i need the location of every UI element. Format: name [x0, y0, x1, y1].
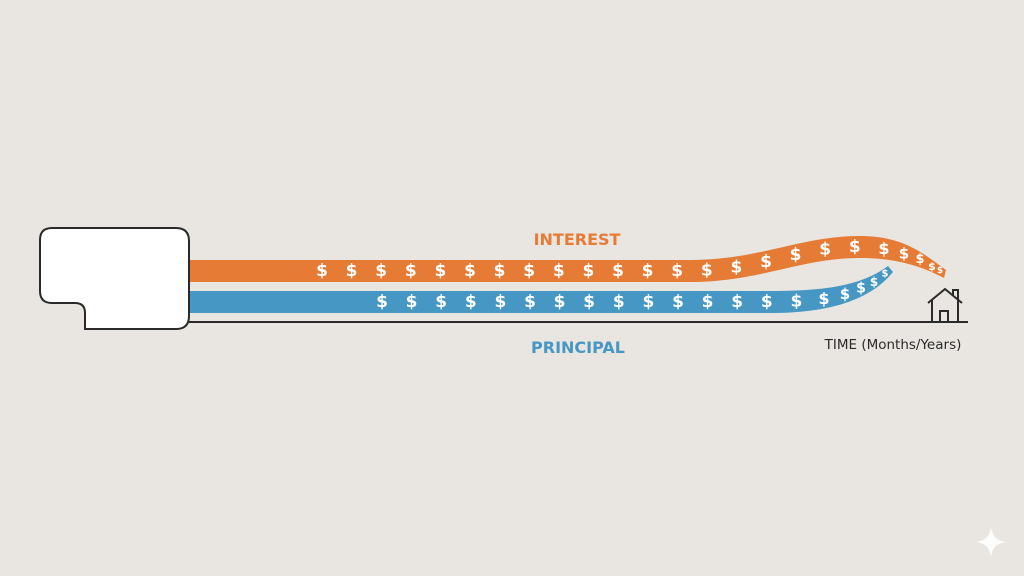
- principal-dollar-sign: $: [672, 292, 684, 312]
- principal-dollar-sign: $: [465, 292, 477, 312]
- interest-dollar-sign: $: [849, 237, 861, 257]
- principal-dollar-sign: $: [613, 292, 625, 312]
- principal-dollar-sign: $: [494, 292, 506, 312]
- principal-label: PRINCIPAL: [531, 338, 625, 357]
- principal-dollar-sign: $: [882, 269, 889, 280]
- interest-dollar-sign: $: [730, 257, 742, 277]
- principal-dollar-sign: $: [702, 292, 714, 312]
- interest-dollar-sign: $: [819, 240, 831, 260]
- interest-dollar-sign: $: [642, 261, 654, 281]
- interest-dollar-sign: $: [582, 261, 594, 281]
- principal-dollar-sign: $: [856, 280, 866, 296]
- principal-dollar-sign: $: [376, 292, 388, 312]
- interest-dollar-sign: $: [928, 260, 936, 273]
- interest-dollar-sign: $: [316, 261, 328, 281]
- interest-dollar-sign: $: [612, 261, 624, 281]
- start-box: [39, 227, 190, 330]
- interest-dollar-sign: $: [671, 261, 683, 281]
- principal-dollar-sign: $: [524, 292, 536, 312]
- interest-dollar-sign: $: [937, 266, 943, 276]
- interest-dollar-sign: $: [346, 261, 358, 281]
- interest-dollar-sign: $: [878, 239, 889, 258]
- interest-dollar-sign: $: [523, 261, 535, 281]
- principal-dollar-sign: $: [731, 292, 743, 312]
- principal-dollar-sign: $: [406, 292, 418, 312]
- interest-label: INTEREST: [533, 230, 621, 249]
- interest-dollar-sign: $: [405, 261, 417, 281]
- principal-dollar-sign: $: [642, 292, 654, 312]
- interest-dollar-sign: $: [553, 261, 565, 281]
- principal-dollar-sign: $: [870, 275, 878, 289]
- principal-dollar-sign: $: [790, 291, 802, 311]
- house-icon: [927, 287, 963, 322]
- interest-band: [190, 236, 946, 282]
- interest-dollar-sign: $: [915, 252, 924, 267]
- interest-dollar-sign: $: [701, 261, 713, 281]
- interest-dollar-sign: $: [760, 252, 772, 272]
- interest-dollar-sign: $: [434, 261, 446, 281]
- principal-dollar-sign: $: [554, 292, 566, 312]
- interest-dollar-sign: $: [899, 244, 909, 262]
- sparkle-icon: [976, 527, 1006, 557]
- principal-band: [190, 266, 893, 313]
- interest-dollar-sign: $: [494, 261, 506, 281]
- principal-dollar-sign: $: [818, 289, 829, 308]
- interest-dollar-signs: $$$$$$$$$$$$$$$$$$$$$$$$: [316, 237, 943, 281]
- interest-dollar-sign: $: [790, 245, 802, 265]
- principal-dollar-sign: $: [840, 285, 850, 303]
- principal-dollar-sign: $: [435, 292, 447, 312]
- interest-dollar-sign: $: [464, 261, 476, 281]
- principal-dollar-signs: $ $ $ $ $ $ $ $ $ $ $ $ $ $ $ $ $ $ $ $: [376, 269, 888, 312]
- interest-dollar-sign: $: [375, 261, 387, 281]
- principal-dollar-sign: $: [761, 292, 773, 312]
- principal-dollar-sign: $: [583, 292, 595, 312]
- time-axis-label: TIME (Months/Years): [824, 337, 962, 353]
